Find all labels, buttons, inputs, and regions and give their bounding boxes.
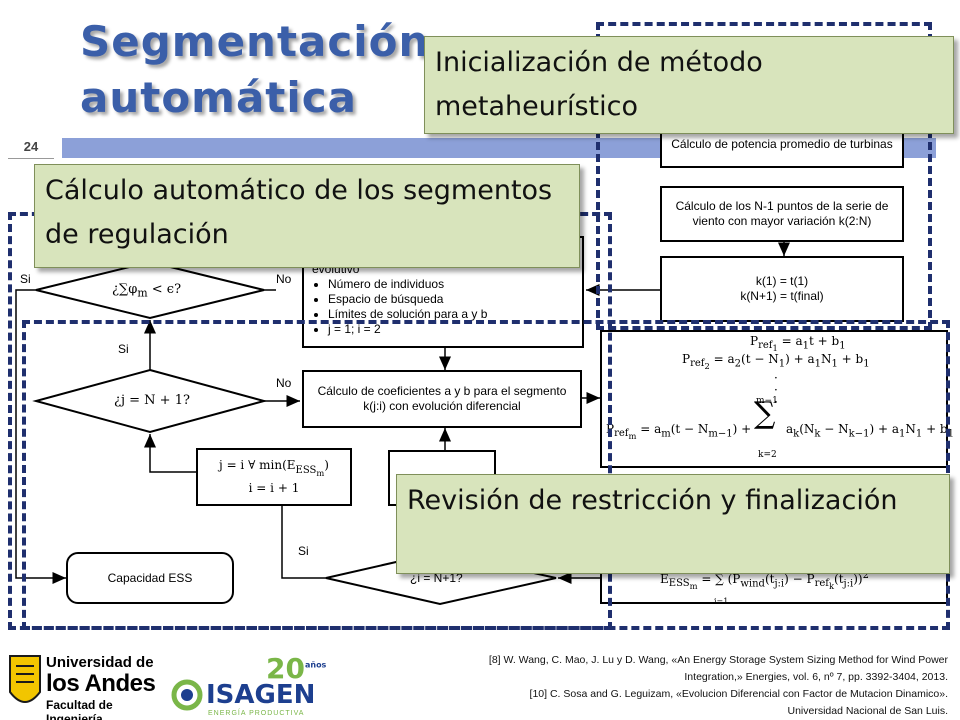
init-list: Número de individuos Espacio de búsqueda… <box>312 277 487 337</box>
pref-sum-lower: k=2 <box>758 450 777 460</box>
anniversary-20: 20años <box>266 652 327 685</box>
k-bounds-line-1: k(1) = t(1) <box>755 274 809 288</box>
isagen-wordmark: ISAGEN <box>206 680 316 710</box>
references: [8] W. Wang, C. Mao, J. Lu y D. Wang, «A… <box>488 652 948 720</box>
callout-restriction: Revisión de restricción y finalización <box>396 474 950 574</box>
uniandes-line-2: los Andes <box>46 670 156 697</box>
k-bounds-box: k(1) = t(1) k(N+1) = t(final) <box>660 256 904 322</box>
callout-segments: Cálculo automático de los segmentos de r… <box>34 164 580 268</box>
decision-i-text: ¿i = N+1? <box>410 571 463 585</box>
pref-formula-1: Pref1 = a1t + b1 <box>750 334 846 354</box>
arrow-sum-si <box>15 289 66 584</box>
pref-formula-m-rest: ak(Nk − Nk−1) + a1N1 + b1 <box>786 422 954 440</box>
slide-title: Segmentación automática <box>80 14 440 126</box>
label-no-j: No <box>276 376 292 390</box>
pref-formula-2: Pref2 = a2(t − N1) + a1N1 + b1 <box>682 352 870 372</box>
init-item: Límites de solución para a y b <box>328 307 487 322</box>
coef-calc-text: Cálculo de coeficientes a y b para el se… <box>317 384 567 413</box>
ess-capacity-box: Capacidad ESS <box>66 552 234 604</box>
avg-power-text: Cálculo de potencia promedio de turbinas <box>671 136 893 151</box>
callout-metaheuristic: Inicialización de método metaheurístico <box>424 36 954 134</box>
title-line-1: Segmentación <box>80 17 430 66</box>
k-bounds-line-2: k(N+1) = t(final) <box>740 289 824 303</box>
page-number-rule <box>8 158 54 159</box>
uniandes-shield-icon <box>9 655 41 703</box>
decision-j-shape <box>32 368 268 434</box>
pref-formulas-box: Pref1 = a1t + b1 Pref2 = a2(t − N1) + a1… <box>600 330 954 468</box>
reference-8: [8] W. Wang, C. Mao, J. Lu y D. Wang, «A… <box>488 654 948 683</box>
uniandes-line-1: Universidad de <box>46 654 154 671</box>
energy-sum-lower: i=1 <box>714 597 729 606</box>
init-item: j = 1; i = 2 <box>328 322 487 337</box>
n1-points-box: Cálculo de los N-1 puntos de la serie de… <box>660 186 904 242</box>
pref-sum-upper: m−1 <box>756 396 778 406</box>
arrow-update-to-j <box>144 434 196 473</box>
decision-j-text: ¿j = N + 1? <box>114 393 190 408</box>
isagen-swirl-icon <box>171 679 203 711</box>
title-line-2: automática <box>80 73 357 122</box>
n1-points-text: Cálculo de los N-1 puntos de la serie de… <box>675 199 889 228</box>
label-no-sum: No <box>276 272 292 286</box>
isagen-tagline: ENERGÍA PRODUCTIVA <box>208 710 305 717</box>
label-si-sum: Si <box>20 272 31 286</box>
update-line-1: j = i ∀ min(EESSm) <box>219 458 329 478</box>
uniandes-line-3: Facultad de Ingeniería <box>46 698 113 720</box>
pref-ellipsis: ··· <box>774 371 778 409</box>
coef-calc-box: Cálculo de coeficientes a y b para el se… <box>302 370 582 428</box>
reference-10: [10] C. Sosa and G. Leguizam, «Evolucion… <box>529 688 948 717</box>
init-item: Número de individuos <box>328 277 487 292</box>
page-number: 24 <box>23 139 39 154</box>
decision-sum-shape <box>35 260 265 320</box>
ess-capacity-text: Capacidad ESS <box>107 570 193 585</box>
uniandes-logo: Universidad de los Andes Facultad de Ing… <box>8 652 168 720</box>
region-metaheuristic <box>596 22 932 330</box>
update-line-2: i = i + 1 <box>248 480 300 495</box>
update-box: j = i ∀ min(EESSm) i = i + 1 <box>196 448 352 506</box>
label-si-i: Si <box>298 544 309 558</box>
decision-sum-text: ¿∑φm < ϵ? <box>112 282 182 300</box>
init-item: Espacio de búsqueda <box>328 292 487 307</box>
label-si-j: Si <box>118 342 129 356</box>
energy-formula: EESSm = ∑ (Pwind(tj:i) − Prefk(tj:i))2 <box>660 570 869 592</box>
isagen-logo: 20años ISAGEN ENERGÍA PRODUCTIVA <box>170 652 330 718</box>
